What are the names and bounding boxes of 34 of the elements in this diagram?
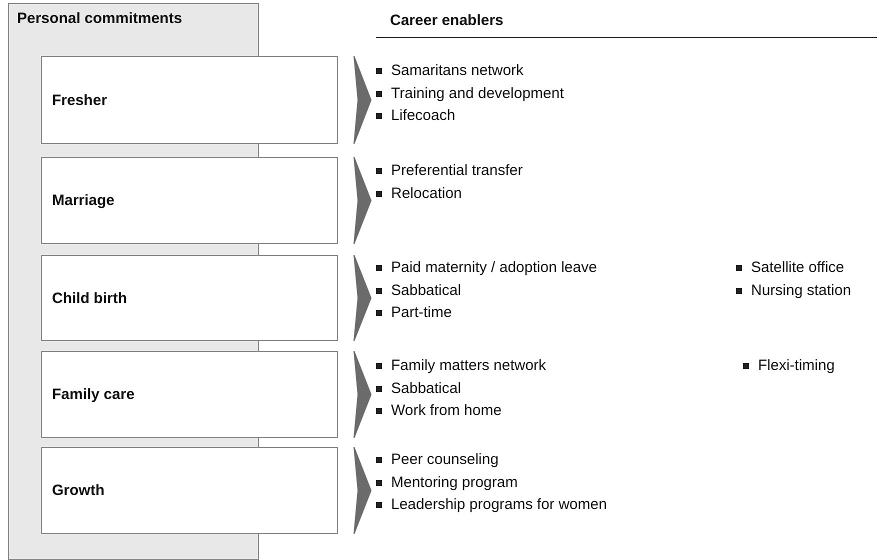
bullet-item: Part-time — [376, 303, 452, 323]
chevron-arrow — [354, 446, 372, 534]
process-box — [41, 56, 338, 144]
section-heading: Career enablers — [390, 12, 504, 29]
process-box — [41, 255, 338, 341]
bullet-item: Mentoring program — [376, 472, 518, 492]
bullet-item: Training and development — [376, 84, 564, 104]
box-label: Marriage — [52, 192, 115, 209]
bullet-item: Lifecoach — [376, 106, 456, 126]
bullet-item: Work from home — [376, 401, 502, 421]
bullet-item: Flexi-timing — [743, 356, 835, 376]
bullet-item: Relocation — [376, 184, 462, 204]
bullet-item: Nursing station — [736, 280, 852, 300]
bullet-item: Samaritans network — [376, 61, 524, 81]
box-label: Child birth — [52, 290, 127, 306]
process-box — [41, 447, 338, 534]
chevron-arrow — [354, 56, 372, 144]
bullet-item: Family matters network — [376, 356, 546, 376]
box-label: Family care — [52, 386, 135, 403]
box-label: Fresher — [52, 92, 108, 108]
box-label: Growth — [52, 482, 104, 499]
bullet-item: Satellite office — [736, 258, 844, 278]
bullet-item: Paid maternity / adoption leave — [376, 258, 597, 278]
panel-heading: Personal commitments — [17, 10, 182, 27]
bullet-item: Peer counseling — [376, 450, 499, 470]
bullet-item: Preferential transfer — [376, 161, 523, 181]
process-box — [41, 157, 338, 244]
chevron-arrow — [354, 350, 372, 438]
process-box — [41, 351, 338, 438]
bullet-item: Leadership programs for women — [376, 495, 607, 515]
chevron-arrow — [354, 156, 372, 244]
chevron-arrow — [354, 254, 372, 342]
bullet-item: Sabbatical — [376, 378, 462, 398]
bullet-item: Sabbatical — [376, 280, 462, 300]
